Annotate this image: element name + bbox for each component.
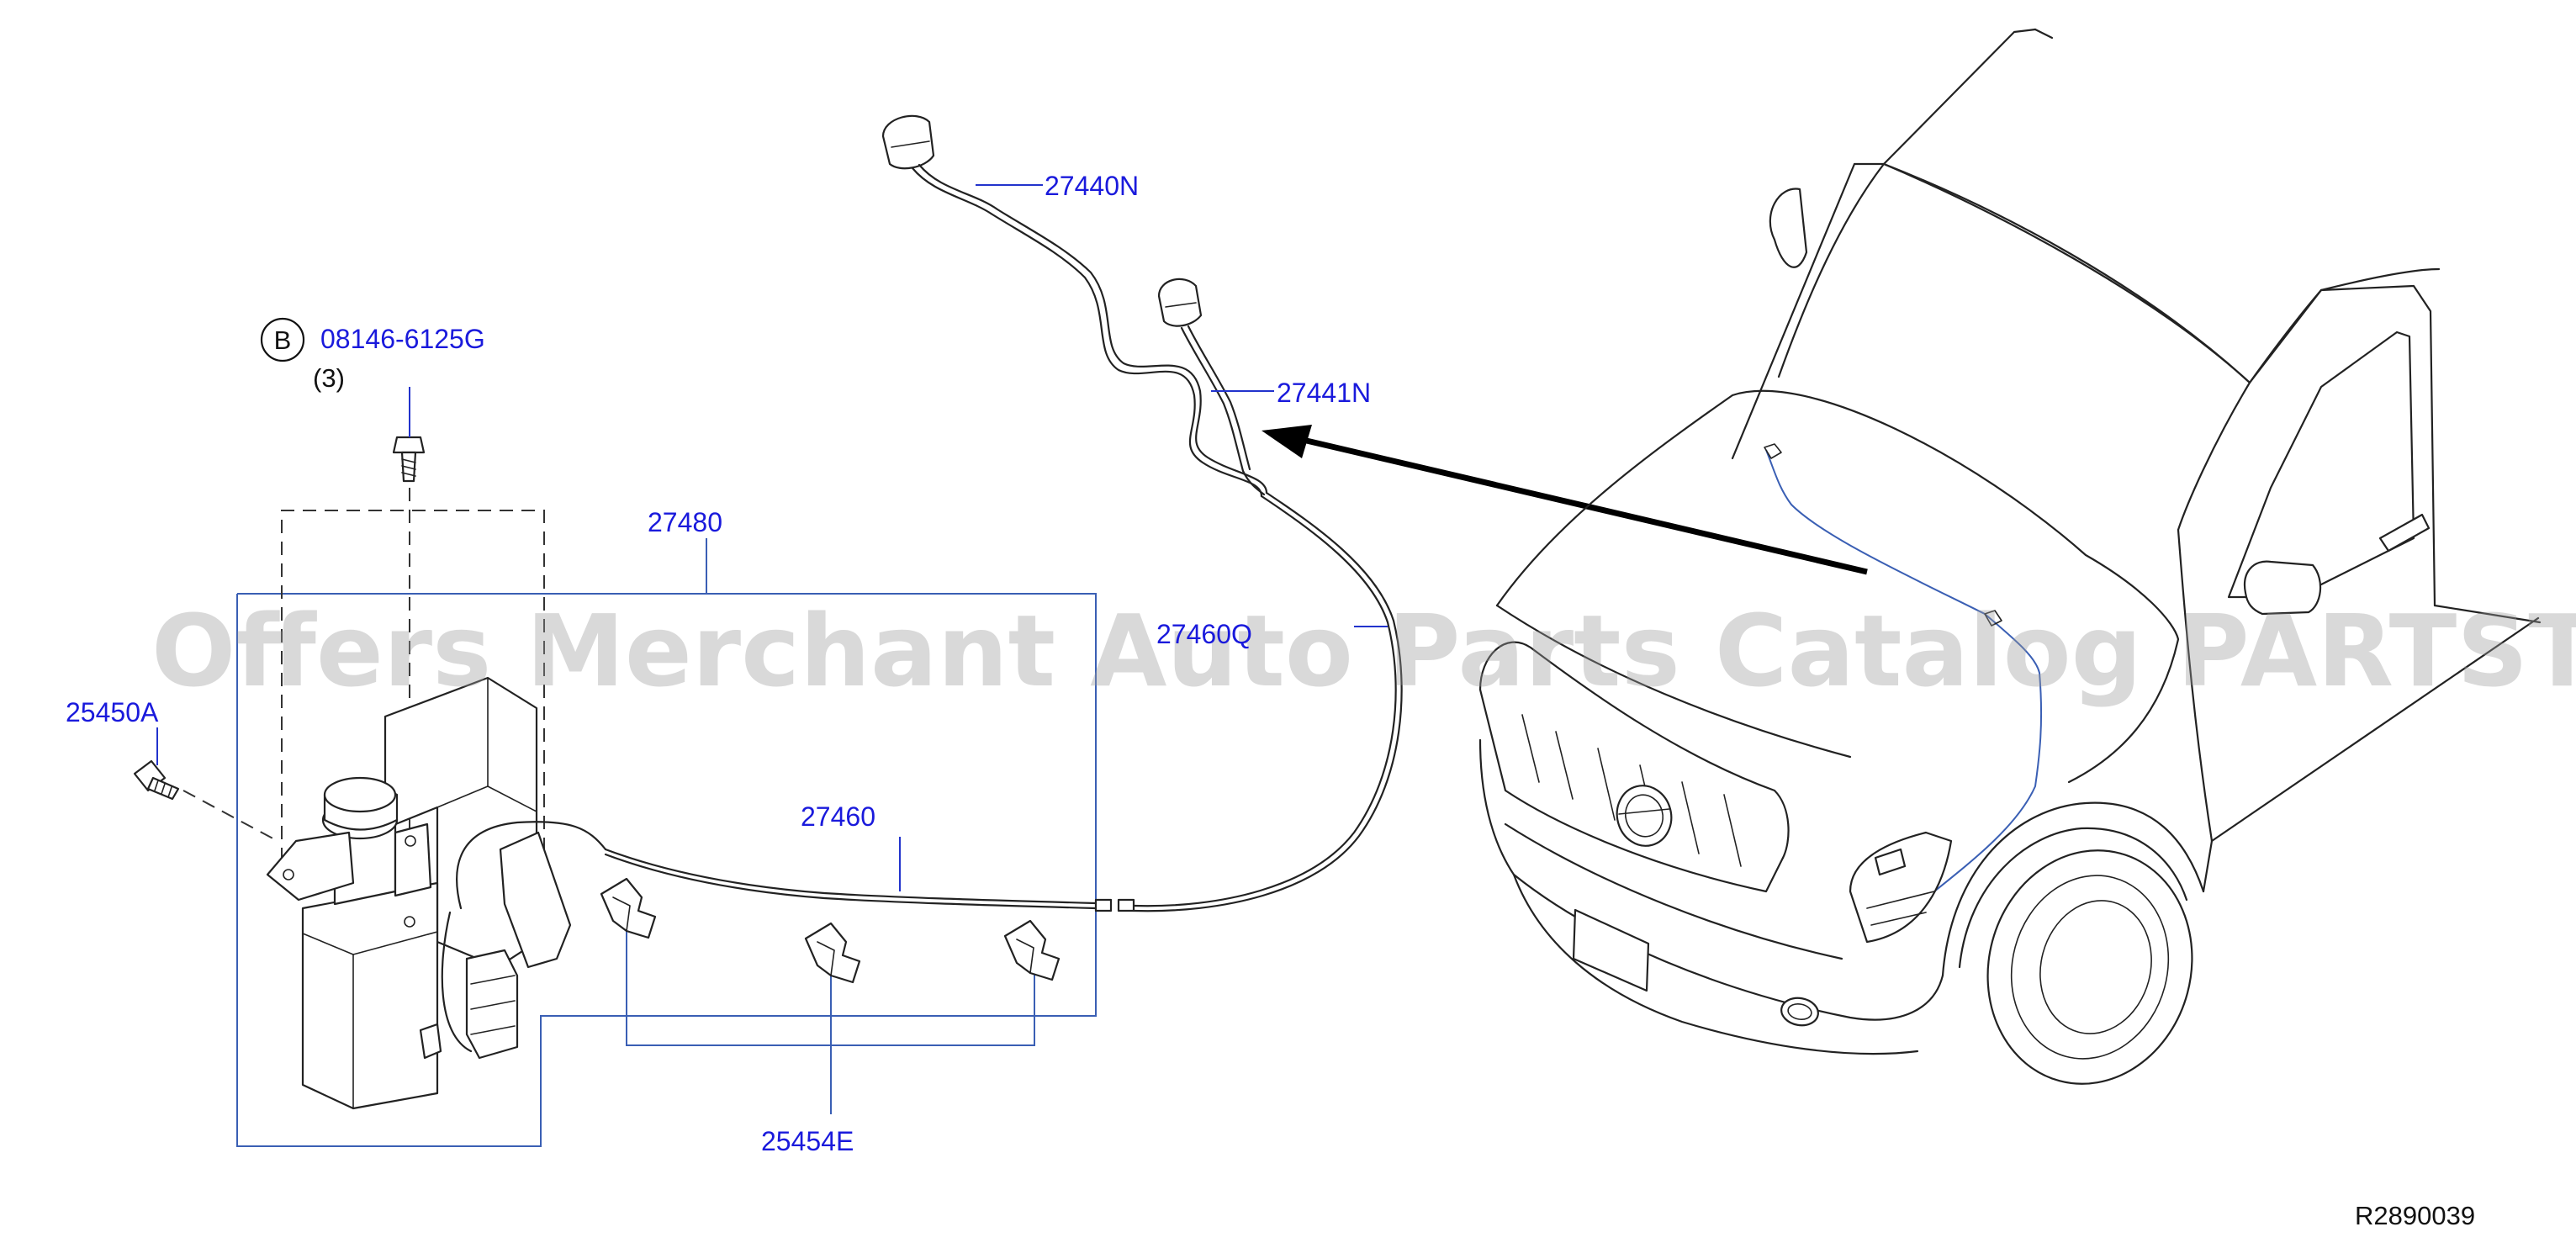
callout-27460: 27460	[801, 801, 875, 832]
callout-27441N: 27441N	[1277, 378, 1371, 408]
clips-25454E	[600, 877, 1061, 984]
locator-arrow	[1262, 425, 1868, 575]
nozzle-27440N	[881, 114, 1268, 498]
vehicle-illustration	[1478, 28, 2542, 1085]
nozzle-27441N	[1157, 278, 1266, 496]
callout-27440N: 27440N	[1045, 171, 1139, 201]
callout-08146-6125G: 08146-6125G	[320, 324, 485, 354]
bolt-circle-letter: B	[274, 325, 292, 355]
assembly-frame	[236, 538, 1097, 1147]
callout-25454E: 25454E	[761, 1126, 854, 1156]
diagram-code: R2890039	[2355, 1201, 2475, 1230]
watermark: Offers Merchant Auto Parts Catalog PARTS…	[151, 593, 2576, 709]
callout-bolt-group: B 08146-6125G (3)	[260, 317, 485, 393]
circle-b-icon	[260, 317, 305, 362]
callout-25450A: 25450A	[66, 697, 159, 727]
washer-reservoir	[266, 676, 607, 1110]
callout-27480: 27480	[648, 507, 722, 537]
callout-bolt-qty: (3)	[313, 363, 345, 393]
callout-leaders	[156, 184, 1388, 891]
screw-25450A	[133, 759, 180, 801]
bolt-08146	[392, 436, 426, 483]
callout-27460Q: 27460Q	[1156, 619, 1252, 649]
hose-27460	[604, 491, 1403, 912]
